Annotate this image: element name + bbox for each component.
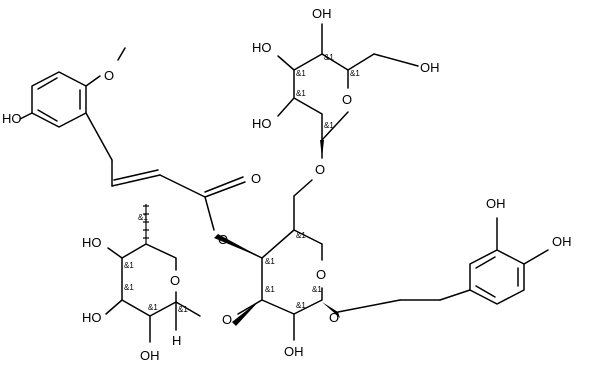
stereo-descriptors: &1 &1 &1 &1 &1 &1 &1 &1 &1 &1 &1 &1 &1 &…	[124, 53, 360, 314]
atom-label-rhamnose-ho-mid: HO	[82, 310, 102, 325]
stereo-label: &1	[296, 89, 306, 98]
stereo-label: &1	[265, 285, 275, 294]
stereo-label: &1	[124, 283, 134, 292]
atom-label-upper-glucose-ring-o: O	[342, 92, 352, 107]
atom-label-ferulic-oh: HO	[2, 111, 22, 126]
atom-label-ester-carbonyl-o: O	[251, 171, 261, 186]
stereo-label: &1	[296, 69, 306, 78]
atom-label-ferulic-methoxy-o: O	[104, 68, 114, 83]
atom-label-rhamnose-h: H	[172, 333, 181, 348]
stereo-label: &1	[296, 231, 306, 240]
atom-labels: O HO O O O OH O O O O OH HO HO OH O H HO…	[2, 6, 572, 363]
stereo-label: &1	[296, 301, 306, 310]
atom-label-rhamnose-ho-top: HO	[82, 235, 102, 250]
atom-label-phenylethyl-o: O	[329, 310, 339, 325]
stereo-label: &1	[124, 261, 134, 270]
atom-label-ester-o: O	[218, 232, 228, 247]
stereo-bonds	[143, 140, 340, 326]
stereo-label: &1	[324, 121, 334, 130]
stereo-label: &1	[265, 257, 275, 266]
stereo-label: &1	[324, 53, 334, 62]
stereo-label: &1	[148, 303, 158, 312]
atom-label-glucose-ring-o: O	[316, 267, 326, 282]
atom-label-glucose-oh: OH	[284, 344, 304, 359]
atom-label-rhamnose-ring-o: O	[170, 273, 180, 288]
bond-lines	[19, 23, 549, 343]
atom-label-rhamnose-oh-bottom: OH	[140, 348, 160, 363]
atom-label-upper-ho-lower: HO	[252, 116, 272, 131]
atom-label-upper-ch2oh: OH	[420, 60, 440, 75]
atom-label-upper-oh-top: OH	[312, 6, 332, 21]
atom-label-upper-ho-left: HO	[252, 40, 272, 55]
stereo-label: &1	[138, 213, 148, 222]
stereo-label: &1	[178, 305, 188, 314]
atom-label-catechol-oh-right: OH	[552, 234, 572, 249]
stereo-label: &1	[312, 285, 322, 294]
atom-label-rhamnose-link-o: O	[222, 312, 232, 327]
atom-label-glucose-c6-o: O	[315, 162, 325, 177]
stereo-label: &1	[350, 69, 360, 78]
atom-label-catechol-oh-top: OH	[486, 196, 506, 211]
